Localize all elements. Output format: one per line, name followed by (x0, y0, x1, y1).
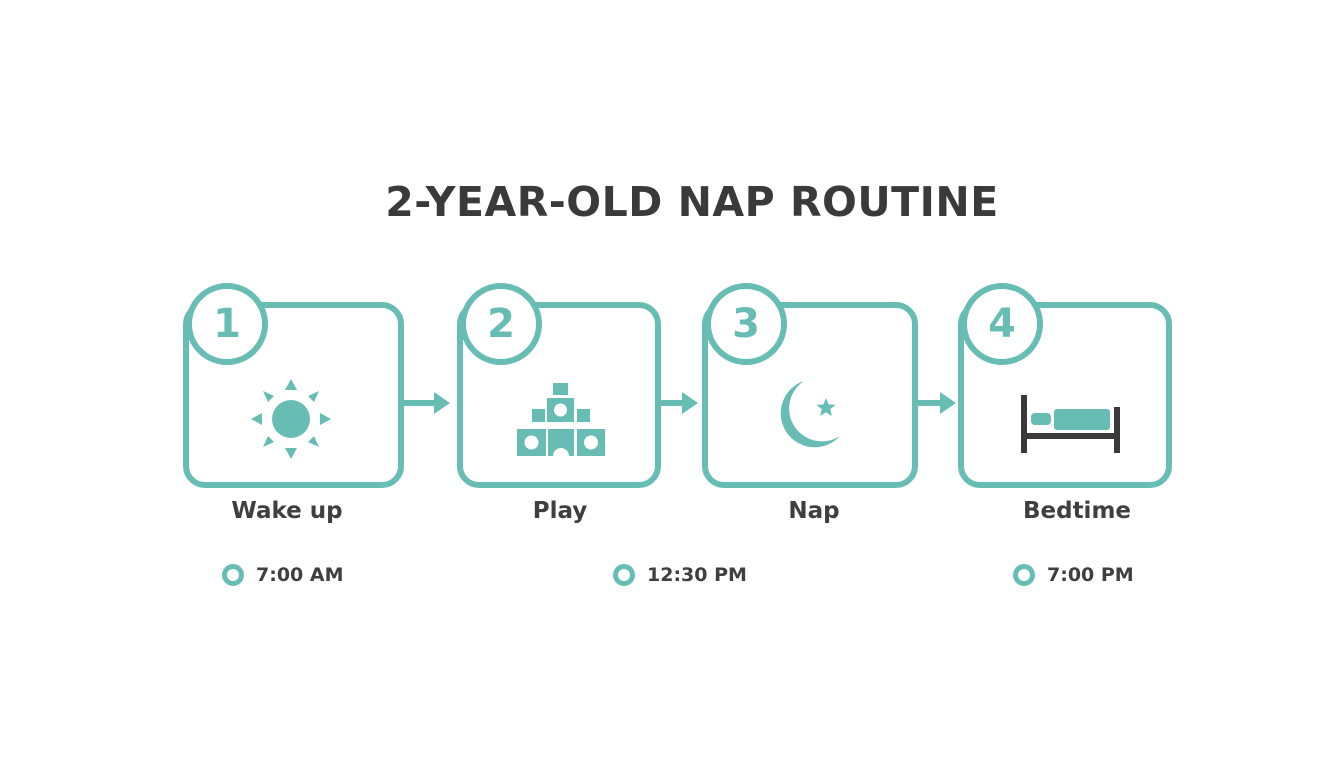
clock-dot-icon (613, 564, 635, 586)
sun-icon (251, 379, 331, 459)
clock-dot-icon (1013, 564, 1035, 586)
step-number-3: 3 (705, 283, 787, 365)
time-text: 7:00 AM (256, 564, 344, 586)
step-number-2: 2 (460, 283, 542, 365)
time-text: 7:00 PM (1047, 564, 1134, 586)
step-label-nap: Nap (788, 498, 840, 524)
step-number-4: 4 (961, 283, 1043, 365)
bed-icon (1021, 395, 1120, 453)
blocks-icon (517, 383, 605, 456)
clock-dot-icon (222, 564, 244, 586)
time-wake-up: 7:00 AM (222, 561, 344, 589)
step-label-wake-up: Wake up (231, 498, 343, 524)
arrow-right-icon (916, 392, 956, 414)
step-card-bedtime (958, 302, 1172, 488)
step-label-play: Play (532, 498, 588, 524)
step-label-bedtime: Bedtime (1022, 498, 1132, 524)
step-number-1: 1 (186, 283, 268, 365)
moon-star-icon (780, 381, 840, 448)
time-bedtime: 7:00 PM (1013, 561, 1134, 589)
time-nap: 12:30 PM (613, 561, 747, 589)
arrow-right-icon (402, 392, 450, 414)
arrow-right-icon (658, 392, 698, 414)
page-title: 2-YEAR-OLD NAP ROUTINE (385, 178, 999, 226)
time-text: 12:30 PM (647, 564, 747, 586)
